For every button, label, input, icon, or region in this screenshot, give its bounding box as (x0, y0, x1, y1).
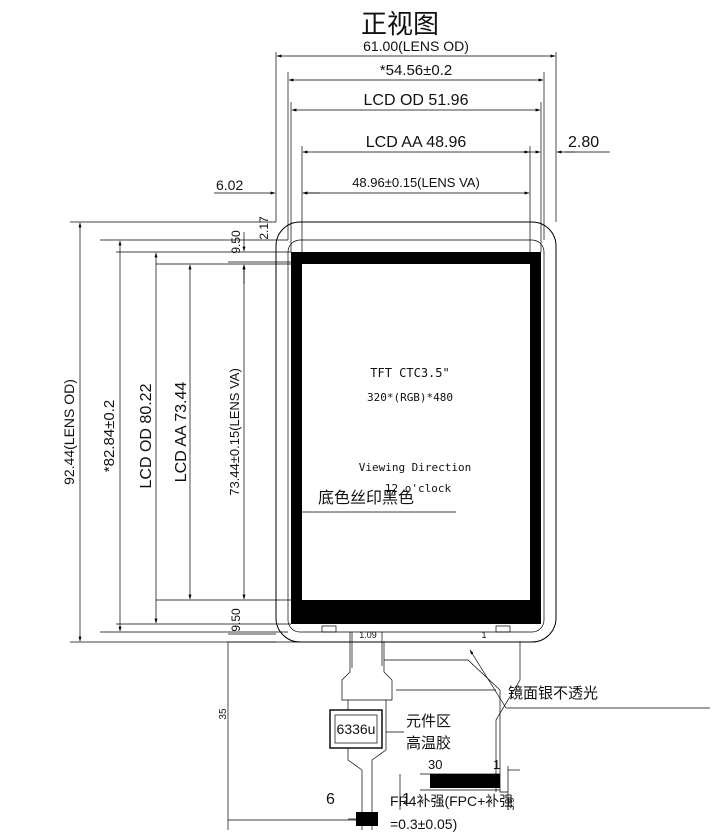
dim-lcd-od-height: LCD OD 80.22 (138, 383, 155, 488)
fpc-connector-mark: 6 (326, 791, 335, 808)
dim-lcd-od-width: LCD OD 51.96 (364, 92, 469, 109)
dim-left-margin: 6.02 (216, 177, 243, 193)
fpc-stiffener-black (430, 774, 500, 788)
dim-right-margin: 2.80 (568, 134, 599, 151)
lcd-bottom-ledge (302, 606, 530, 620)
fpc-chip (329, 709, 383, 749)
dim-stiffener-height: 3.5 (506, 798, 516, 811)
viewing-direction-value: 12 o'clock (385, 482, 452, 495)
view-title: 正视图 (361, 10, 439, 40)
fpc-tail-contact (356, 812, 378, 826)
fr4-stiffener-callout: FR4补强(FPC+补强 (390, 793, 513, 809)
viewing-direction-label: Viewing Direction (359, 461, 472, 474)
lcd-active-area (302, 264, 530, 600)
silkscreen-callout: 底色丝印黑色 (318, 489, 414, 507)
thickness-callout: =0.3±0.05) (390, 816, 457, 832)
dim-tp-height: *82.84±0.2 (101, 400, 118, 472)
dim-lcd-aa-width: LCD AA 48.96 (366, 134, 467, 151)
high-temp-tape-label: 高温胶 (406, 735, 451, 752)
panel-model: TFT CTC3.5" (370, 366, 449, 380)
dim-lens-va-width: 48.96±0.15(LENS VA) (352, 175, 480, 190)
mirror-silver-callout: 镜面银不透光 (508, 684, 598, 702)
dim-lens-va-height: 73.44±0.15(LENS VA) (227, 368, 242, 496)
dim-lens-od-width: 61.00(LENS OD) (363, 38, 469, 54)
fpc-connector-pin: 1 (402, 791, 411, 808)
dim-fpc-length: 35 (218, 708, 229, 720)
dim-top-offset-small: 2.17 (257, 216, 271, 240)
tp-outline (287, 239, 545, 633)
dim-top-offset: 9.50 (229, 230, 243, 254)
dim-bottom-offset: 9.50 (229, 608, 243, 632)
fpc-pin-last: 30 (428, 757, 442, 772)
fpc-connector-pin-top: 1 (481, 630, 486, 640)
fpc-outline (341, 632, 508, 793)
panel-resolution: 320*(RGB)*480 (367, 391, 453, 404)
fpc-pitch-mark: 1.09 (359, 630, 377, 640)
dim-lens-od-height: 92.44(LENS OD) (61, 379, 77, 485)
fpc-pin-first: 1 (493, 757, 500, 772)
dim-lcd-aa-height: LCD AA 73.44 (173, 382, 190, 483)
fpc-chip-label: 6336u (337, 721, 376, 737)
component-zone-label: 元件区 (406, 713, 451, 730)
dim-tp-width: *54.56±0.2 (380, 62, 452, 79)
